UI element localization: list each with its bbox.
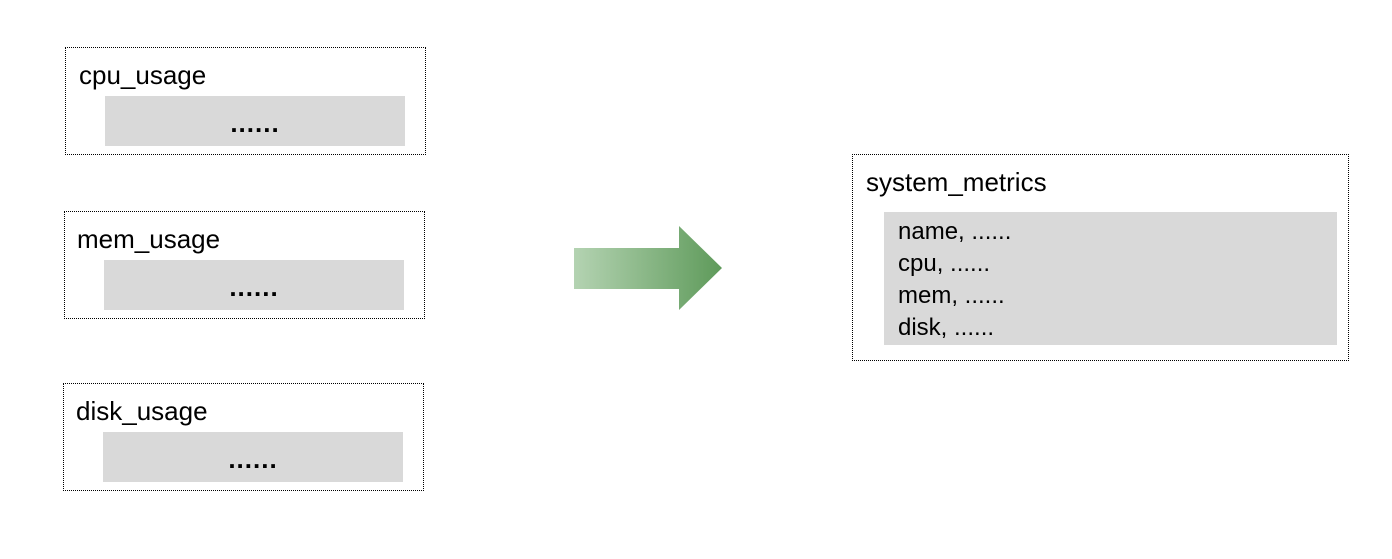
target-table-system-metrics: system_metrics name, ...... cpu, ...... … (852, 154, 1349, 361)
source-table-cpu-usage: cpu_usage ...... (65, 47, 426, 155)
source-table-body: ...... (104, 260, 404, 310)
source-table-body: ...... (103, 432, 403, 482)
source-table-mem-usage: mem_usage ...... (64, 211, 425, 319)
target-table-body: name, ...... cpu, ...... mem, ...... dis… (884, 212, 1337, 345)
field-line-mem: mem, ...... (898, 282, 1005, 309)
field-line-name: name, ...... (898, 218, 1012, 245)
arrow-shape (574, 226, 722, 310)
merge-arrow-icon (574, 226, 722, 310)
source-table-title: disk_usage (76, 396, 208, 426)
source-table-disk-usage: disk_usage ...... (63, 383, 424, 491)
target-table-title: system_metrics (866, 167, 1047, 197)
source-table-title: mem_usage (77, 224, 221, 254)
field-line-disk: disk, ...... (898, 314, 995, 341)
source-table-title: cpu_usage (79, 60, 207, 90)
ellipsis-text: ...... (230, 108, 280, 138)
ellipsis-text: ...... (229, 272, 279, 302)
field-line-cpu: cpu, ...... (898, 250, 991, 277)
source-table-body: ...... (105, 96, 405, 146)
ellipsis-text: ...... (228, 444, 278, 474)
